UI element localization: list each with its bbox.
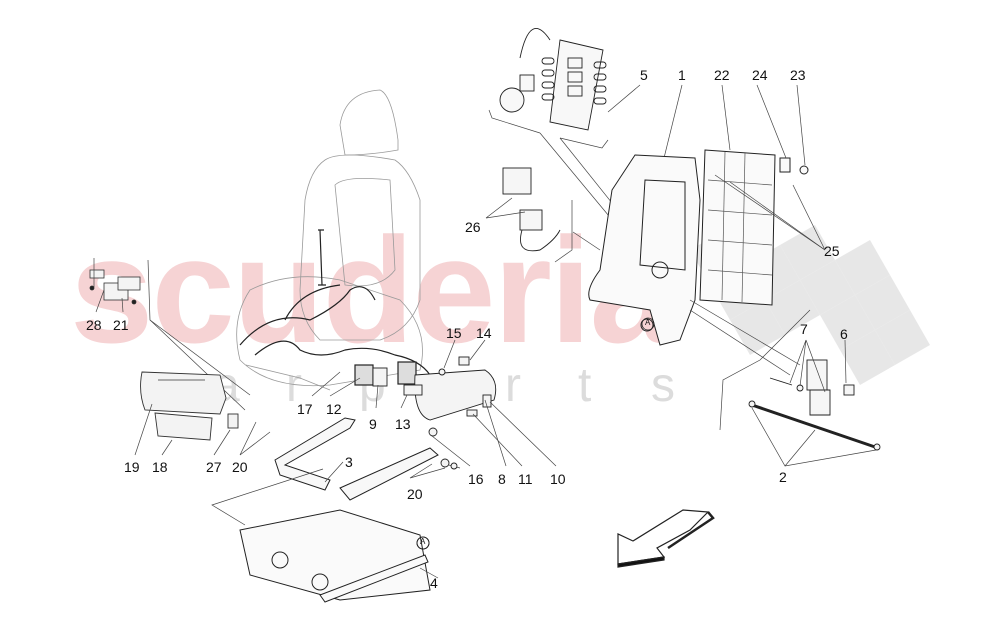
seat-rails-art: [239, 509, 431, 603]
part-label-6[interactable]: 6: [840, 326, 848, 342]
part-label-7[interactable]: 7: [800, 321, 808, 337]
lumbar-support-art: [499, 28, 607, 131]
part-label-20-left[interactable]: 20: [232, 459, 248, 475]
direction-arrow-icon: [617, 509, 715, 568]
bracket-sensor-art: [502, 167, 561, 252]
backrest-frame-art: [588, 149, 809, 346]
part-label-11[interactable]: 11: [518, 471, 533, 487]
part-label-13[interactable]: 13: [395, 416, 411, 432]
part-label-24[interactable]: 24: [752, 67, 768, 83]
reference-marker-a-lower: A: [420, 537, 426, 546]
side-cover-art: [140, 371, 239, 441]
part-label-28[interactable]: 28: [86, 317, 102, 333]
part-label-22[interactable]: 22: [714, 67, 730, 83]
part-label-8[interactable]: 8: [498, 471, 506, 487]
reference-marker-a-upper: A: [645, 318, 651, 327]
part-label-3[interactable]: 3: [345, 454, 353, 470]
part-label-16[interactable]: 16: [468, 471, 484, 487]
part-label-19[interactable]: 19: [124, 459, 140, 475]
part-label-20-right[interactable]: 20: [407, 486, 423, 502]
seat-outline: [236, 89, 423, 391]
part-label-9[interactable]: 9: [369, 416, 377, 432]
part-label-25[interactable]: 25: [824, 243, 840, 259]
part-label-27[interactable]: 27: [206, 459, 222, 475]
part-label-23[interactable]: 23: [790, 67, 806, 83]
part-label-26[interactable]: 26: [465, 219, 481, 235]
part-label-17[interactable]: 17: [297, 401, 313, 417]
part-label-5[interactable]: 5: [640, 67, 648, 83]
reference-marker-art: [416, 317, 655, 550]
part-label-4[interactable]: 4: [430, 575, 438, 591]
part-label-18[interactable]: 18: [152, 459, 168, 475]
part-label-2[interactable]: 2: [779, 469, 787, 485]
memory-module-art: [89, 269, 141, 305]
part-label-15[interactable]: 15: [446, 325, 462, 341]
recliner-motor-art: [748, 359, 881, 451]
part-label-14[interactable]: 14: [476, 325, 492, 341]
seat-cushion-frame-art: [274, 417, 439, 501]
part-label-12[interactable]: 12: [326, 401, 342, 417]
part-label-10[interactable]: 10: [550, 471, 566, 487]
wiring-harness-art: [239, 229, 431, 386]
side-trim-art: [372, 356, 497, 470]
part-label-21[interactable]: 21: [113, 317, 129, 333]
part-label-1[interactable]: 1: [678, 67, 686, 83]
